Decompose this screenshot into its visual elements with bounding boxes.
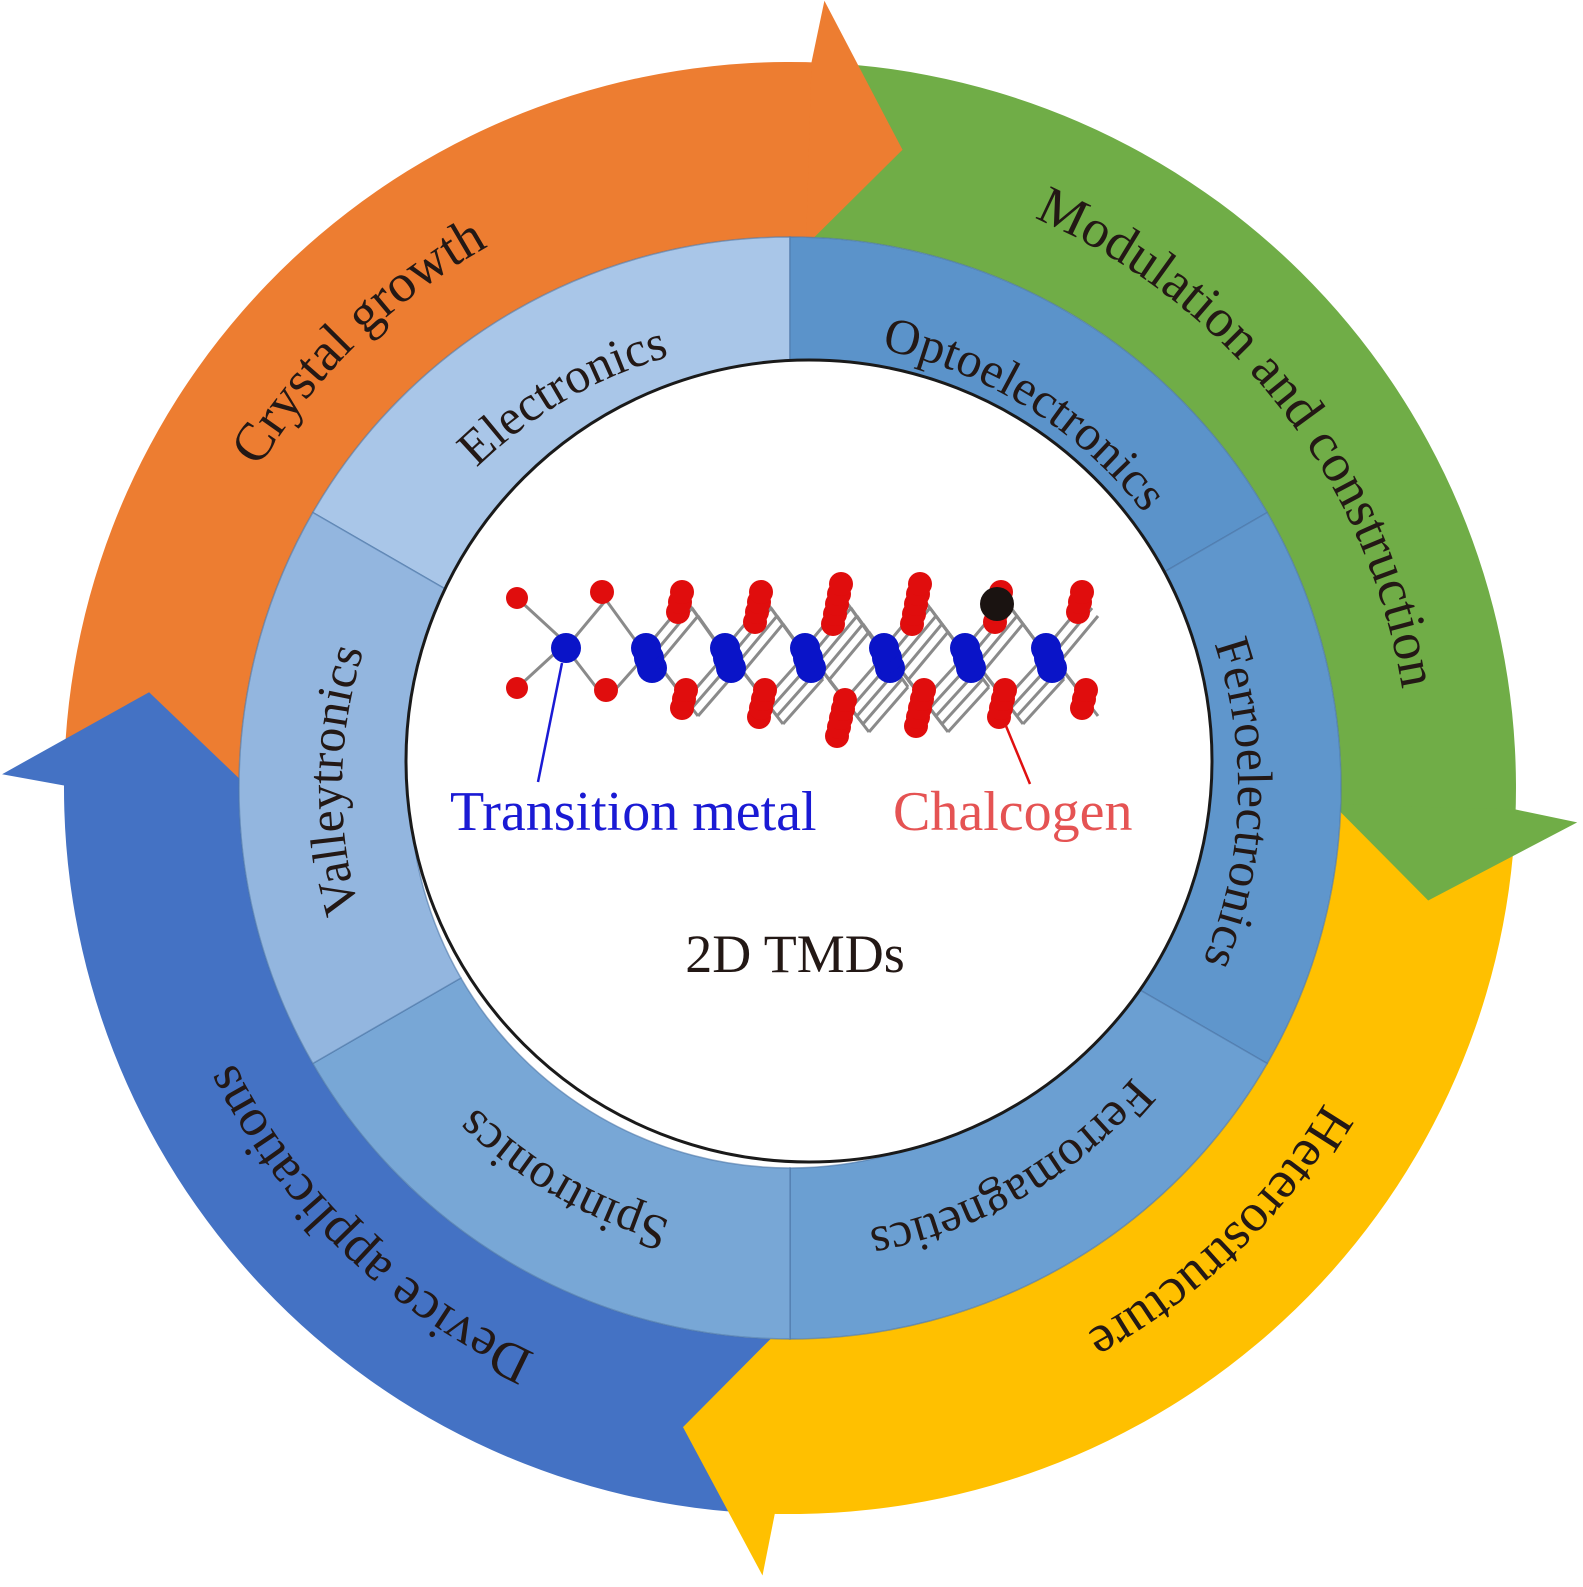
tmd-crystal-structure <box>506 572 1100 748</box>
chalcogen-atom <box>753 678 777 702</box>
bond <box>656 615 700 665</box>
bond <box>827 631 871 681</box>
transition-metal-atom <box>631 633 661 663</box>
chalcogen-atom <box>993 678 1017 702</box>
transition-metal-label: Transition metal <box>450 781 817 843</box>
arrow-head-modulation-and-construction <box>1340 804 1578 901</box>
transition-metal-atom <box>950 633 980 663</box>
bond <box>906 631 950 681</box>
arrow-head-device-applications <box>2 692 240 787</box>
chalcogen-atom <box>1070 580 1094 604</box>
center-title: 2D TMDs <box>685 924 905 984</box>
transition-metal-atom <box>551 633 581 663</box>
chalcogen-atom <box>749 580 773 604</box>
transition-metal-atom <box>1031 633 1061 663</box>
chalcogen-label: Chalcogen <box>893 781 1132 843</box>
bond <box>781 678 825 725</box>
bond <box>815 615 859 665</box>
bond <box>1021 677 1066 726</box>
bond <box>821 623 865 673</box>
chalcogen-atom <box>1074 678 1098 702</box>
arrow-body-heterostructure <box>764 812 1516 1515</box>
transition-metal-atom <box>790 633 820 663</box>
transition-metal-pointer <box>536 662 564 783</box>
bond <box>735 615 779 665</box>
bond <box>946 685 991 734</box>
bond <box>1056 615 1100 665</box>
arrow-body-crystal-growth <box>64 62 822 779</box>
bond <box>981 623 1025 673</box>
bond <box>741 623 785 673</box>
arrow-body-device-applications <box>63 775 771 1514</box>
arrow-head-crystal-growth <box>806 0 903 238</box>
arrow-head-heterostructure <box>683 1338 779 1576</box>
bond <box>861 678 904 725</box>
chalcogen-atom <box>912 678 936 702</box>
chalcogen-atom <box>594 678 618 702</box>
chalcogen-atom <box>506 587 528 609</box>
bond <box>940 677 985 726</box>
ring-segment-spintronics <box>311 976 791 1340</box>
center-disc <box>404 358 1214 1164</box>
outer-arrow-bodies <box>63 62 1516 1515</box>
chalcogen-atom <box>833 688 857 712</box>
chalcogen-atom <box>590 580 614 604</box>
chalcogen-pointer <box>1004 725 1032 785</box>
chalcogen-atom <box>829 572 853 596</box>
transition-metal-atom <box>710 633 740 663</box>
arrow-body-modulation-and-construction <box>814 62 1516 820</box>
transition-metal-atom <box>869 633 899 663</box>
highlighted-atom <box>980 587 1014 621</box>
chalcogen-atom <box>670 580 694 604</box>
chalcogen-atom <box>674 678 698 702</box>
chalcogen-atom <box>506 677 528 699</box>
chalcogen-atom <box>908 572 932 596</box>
bond <box>867 686 910 733</box>
bond <box>975 615 1019 665</box>
bond <box>894 615 938 665</box>
bond <box>900 623 944 673</box>
